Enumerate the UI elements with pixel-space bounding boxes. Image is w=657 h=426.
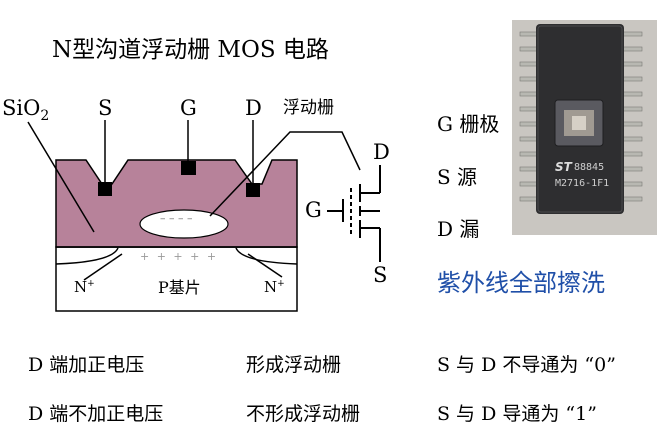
n-plus-right-label: N+ <box>264 278 285 296</box>
symbol-source-label: S <box>373 263 388 287</box>
row1-condition: D 端加正电压 <box>28 354 145 376</box>
row1-effect: 形成浮动栅 <box>246 354 342 376</box>
source-label: S <box>98 96 113 120</box>
page-title: N型沟道浮动栅 MOS 电路 <box>52 37 329 63</box>
uv-erase-label: 紫外线全部擦洗 <box>437 269 605 297</box>
drain-contact <box>246 183 260 197</box>
n-plus-left-label: N+ <box>74 278 95 296</box>
floating-gate-ellipse <box>139 209 229 239</box>
row2-result: S 与 D 导通为 “1” <box>437 403 597 425</box>
st-logo: ST <box>555 160 572 174</box>
gate-contact <box>181 161 196 175</box>
mosfet-symbol <box>327 165 381 262</box>
row2-condition: D 端不加正电压 <box>28 403 164 425</box>
p-substrate <box>55 246 298 312</box>
symbol-drain-label: D <box>373 140 390 164</box>
eprom-chip-photo <box>512 20 657 235</box>
channel-charge-marks: + + + + + <box>140 250 219 263</box>
gate-label: G <box>180 96 197 120</box>
chip-code: 88845 <box>574 162 605 173</box>
legend-drain: D 漏 <box>437 217 480 241</box>
sio2-label: SiO2 <box>2 96 50 125</box>
substrate-label: P基片 <box>158 278 201 297</box>
source-contact <box>98 182 112 196</box>
chip-model: M2716-1F1 <box>555 178 610 189</box>
legend-gate: G 栅极 <box>437 112 500 136</box>
legend-source: S 源 <box>437 165 478 189</box>
floating-gate-label: 浮动栅 <box>283 98 334 118</box>
drain-label: D <box>245 96 262 120</box>
row2-effect: 不形成浮动栅 <box>246 403 361 425</box>
oxide-charge-marks: – – – – <box>160 212 193 225</box>
row1-result: S 与 D 不导通为 “0” <box>437 354 616 376</box>
n-plus-left-region <box>55 247 119 265</box>
symbol-gate-label: G <box>305 198 322 222</box>
sio2-layer <box>55 159 298 248</box>
